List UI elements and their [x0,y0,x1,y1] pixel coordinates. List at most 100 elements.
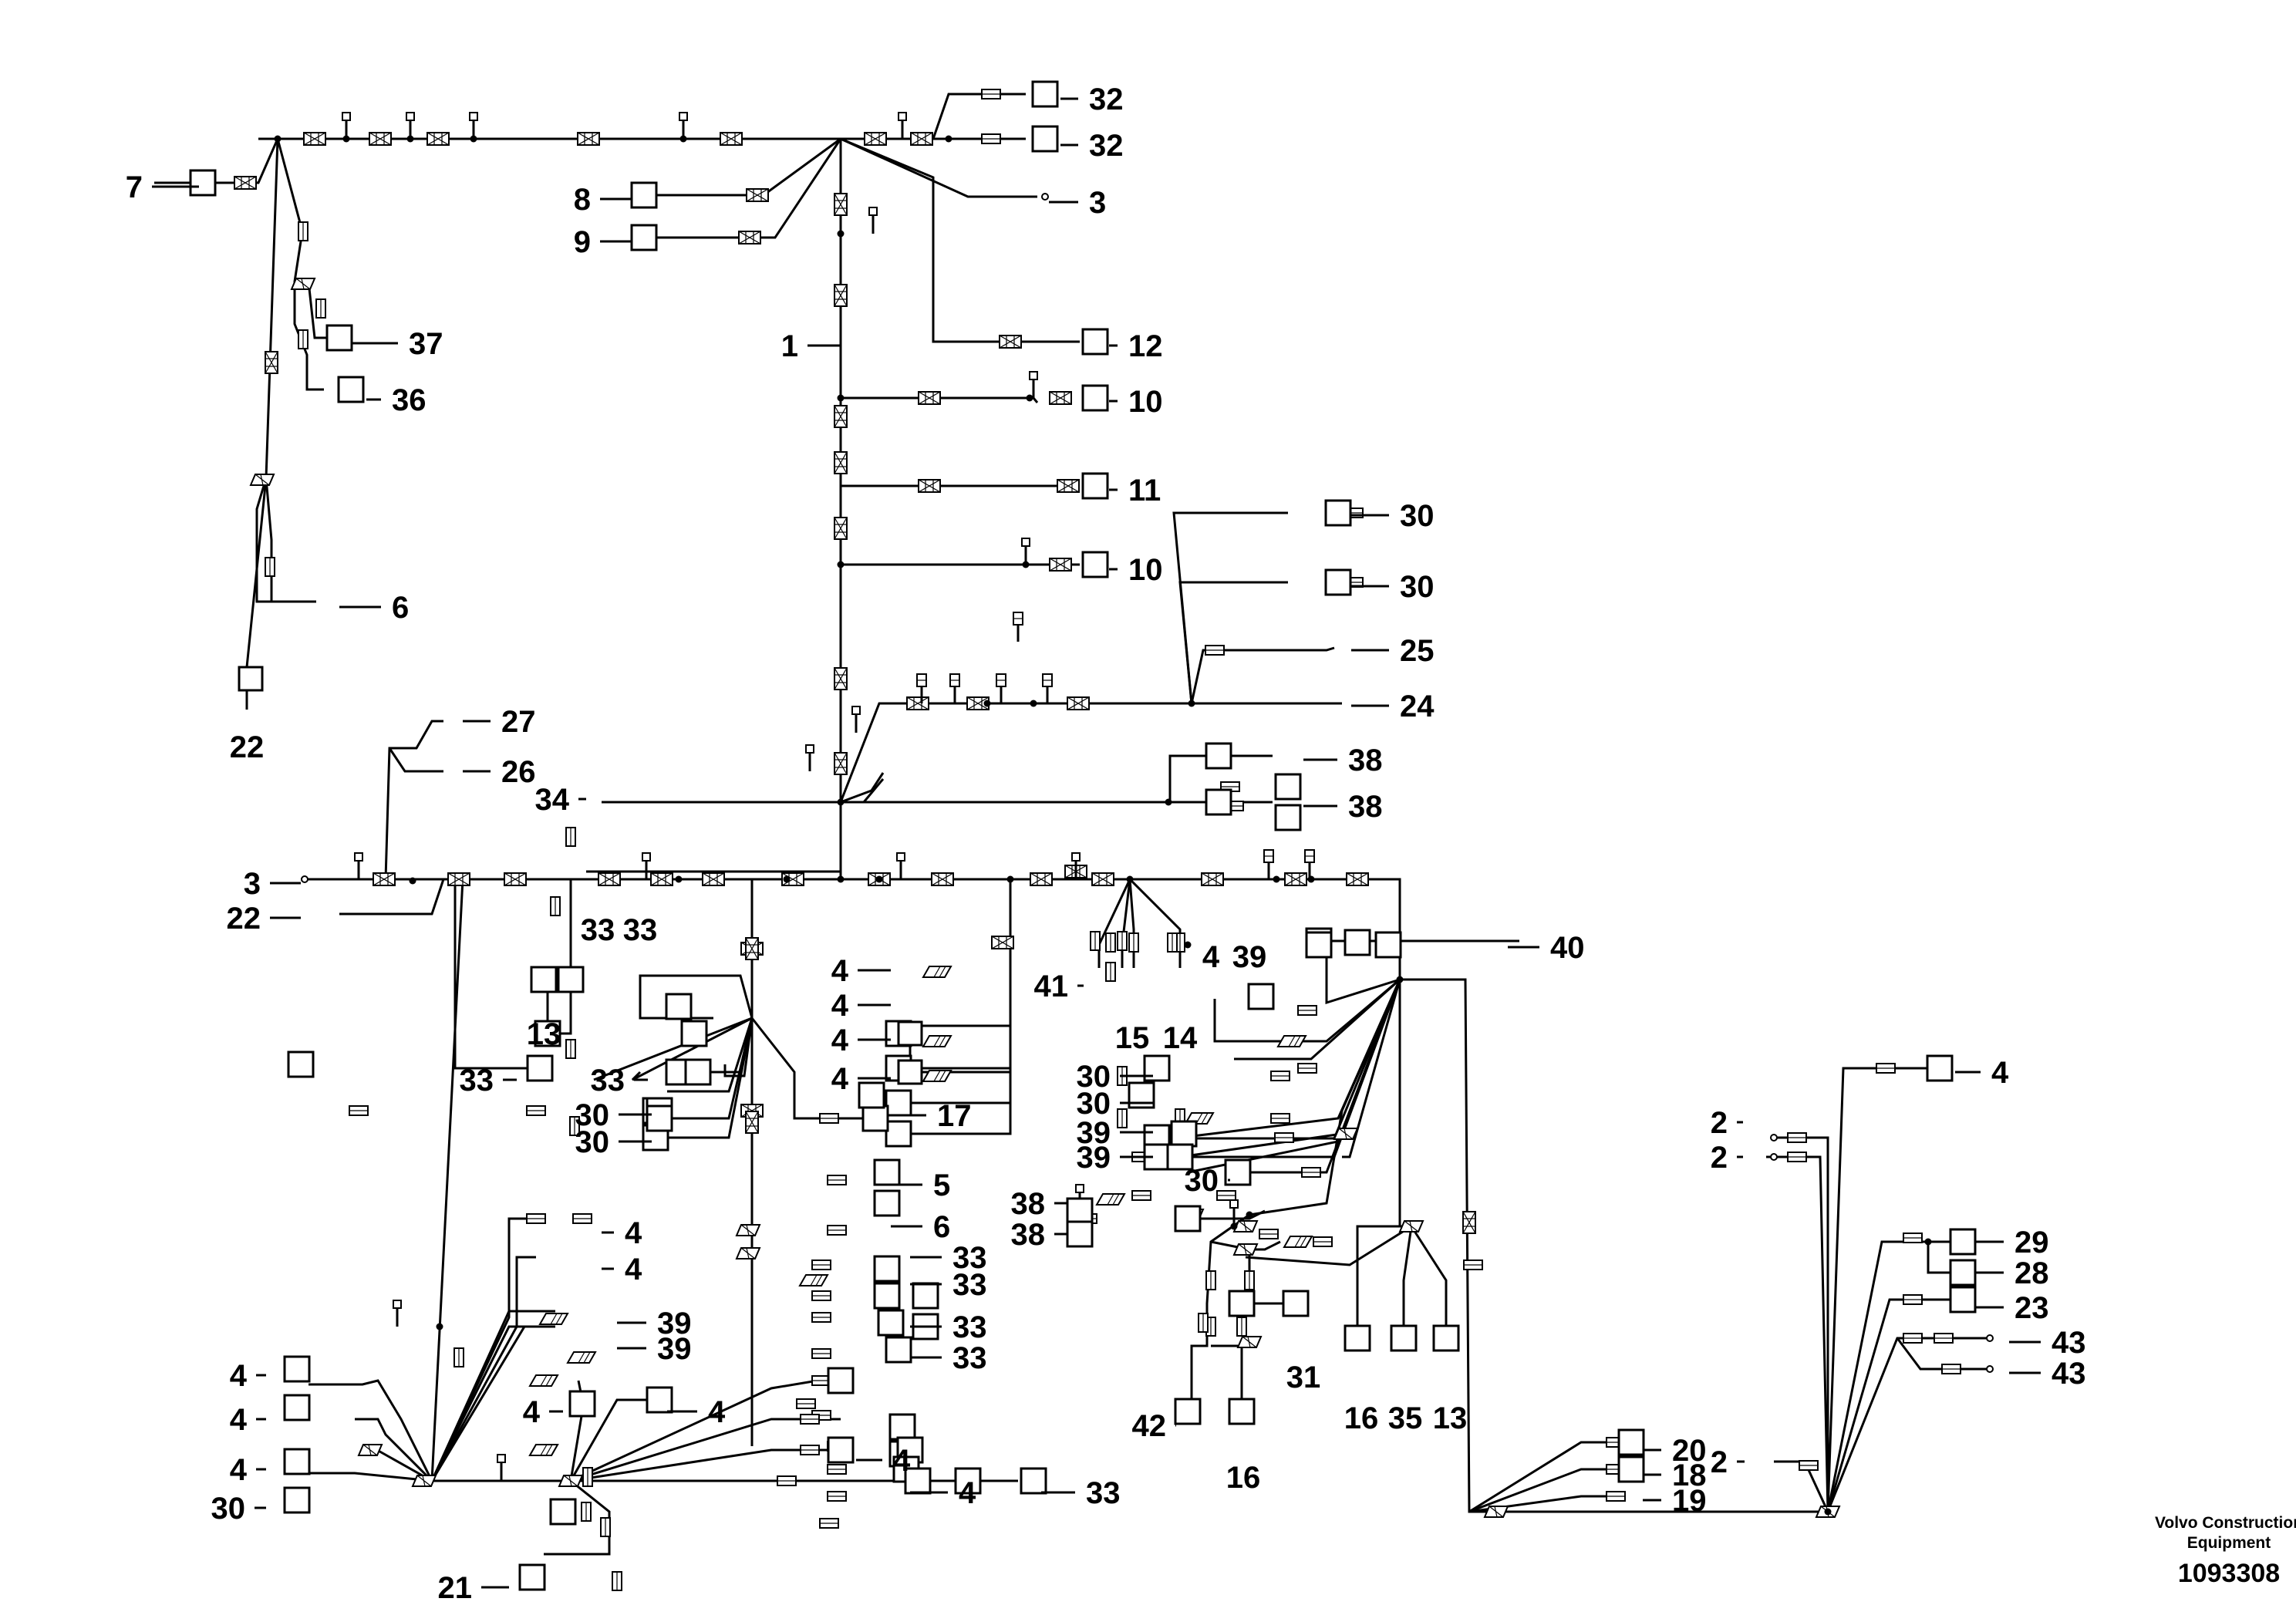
connector-socket [800,1414,820,1425]
component-box [1344,1324,1371,1352]
connector-plug [910,132,933,146]
test-point [868,206,878,235]
wire-segment [1826,1240,1951,1512]
component-box [646,1386,673,1414]
connector-socket [811,1290,831,1301]
harness-components [189,80,1994,1591]
junction-dot [675,875,683,883]
junction-dot [436,1323,443,1330]
component-box [827,1367,855,1394]
connector-socket [1799,1460,1819,1471]
junction-dot [1026,394,1033,402]
callout-c13b: 13 [1433,1401,1468,1435]
connector-plug [1049,558,1072,572]
wire-segment [631,1017,753,1081]
callout-c11: 11 [1128,474,1161,508]
component-box [1949,1259,1977,1286]
component-box [530,966,558,993]
junction-dot [837,798,845,806]
connector-socket [1903,1233,1923,1243]
wire-segment [667,1017,754,1093]
callout-c39c: 39 [1077,1141,1111,1175]
callout-c4o: 4 [1991,1056,2009,1090]
callout-c33b: 33 [623,913,658,947]
test-point [804,744,815,773]
callout-c16a: 16 [1344,1401,1379,1435]
junction-dot [274,135,282,143]
connector-plug [834,752,848,775]
component-box [1274,804,1302,831]
callout-c22b: 22 [227,902,261,936]
junction-dot [945,135,952,143]
component-box [897,1020,923,1047]
connector-socket [1131,1190,1151,1201]
callout-c4a: 4 [831,954,849,988]
component-box [877,1309,905,1337]
callout-c2a: 2 [1711,1106,1728,1140]
callout-c27: 27 [501,705,536,739]
connector-socket [1903,1294,1923,1305]
connector-socket [981,133,1001,144]
wire-segment [388,747,443,773]
callout-c7: 7 [126,170,143,204]
publisher-block: Volvo Construction Equipment 1093308 [2082,1513,2296,1590]
wire-end [1986,1365,1994,1373]
connector-socket [581,1502,592,1522]
connector-socket [1236,1317,1247,1337]
wire-segment [384,720,443,880]
wire-segment [593,1017,753,1081]
component-box [665,993,693,1020]
diode-connector [1283,1236,1313,1248]
component-box [287,1050,315,1078]
wire-segment [840,137,1037,198]
splice-connector [1333,1128,1358,1140]
connector-socket [298,221,308,241]
splice-connector [250,474,275,486]
callout-c38a: 38 [1348,744,1383,777]
wire-segment [1128,878,1182,968]
connector-plug [834,405,848,428]
junction-dot [1246,1211,1253,1219]
connector-socket [1259,1229,1279,1239]
connector-socket [1198,1313,1209,1333]
wire-end [1770,1134,1778,1141]
connector-socket [811,1259,831,1270]
component-box [885,1336,912,1364]
component-box [1432,1324,1460,1352]
test-point [678,111,689,140]
callout-c4d: 4 [831,1062,849,1096]
connector-plug [746,188,769,202]
connector-socket [582,1467,593,1487]
harness-wires [154,93,1990,1556]
connector-socket [565,1039,576,1059]
connector-socket [827,1175,847,1185]
callout-c9: 9 [574,225,591,259]
callout-c4i: 4 [230,1403,248,1437]
wire-segment [667,1017,754,1139]
wire-end [1041,193,1049,201]
junction-dot [783,875,791,883]
callout-c33c: 33 [460,1064,494,1098]
component-box [630,224,658,251]
splice-connector [1484,1506,1509,1518]
wire-segment [255,477,316,603]
component-box [1374,931,1402,959]
wire-segment [750,1017,872,1120]
component-box [549,1498,577,1526]
component-box [1390,1324,1418,1352]
connector-plug [918,479,941,493]
splice-connector [736,1247,760,1259]
connector-socket [1297,1005,1317,1016]
test-point [1012,611,1024,643]
splice-connector [558,1475,583,1487]
diode-connector [1277,1035,1306,1047]
connector-plug [991,936,1014,949]
diode-connector [529,1374,558,1387]
component-box [912,1282,939,1310]
wire-segment [1927,1242,1951,1274]
connector-socket [600,1517,611,1537]
callout-c19: 19 [1672,1484,1707,1518]
wire-end [1986,1334,1994,1342]
